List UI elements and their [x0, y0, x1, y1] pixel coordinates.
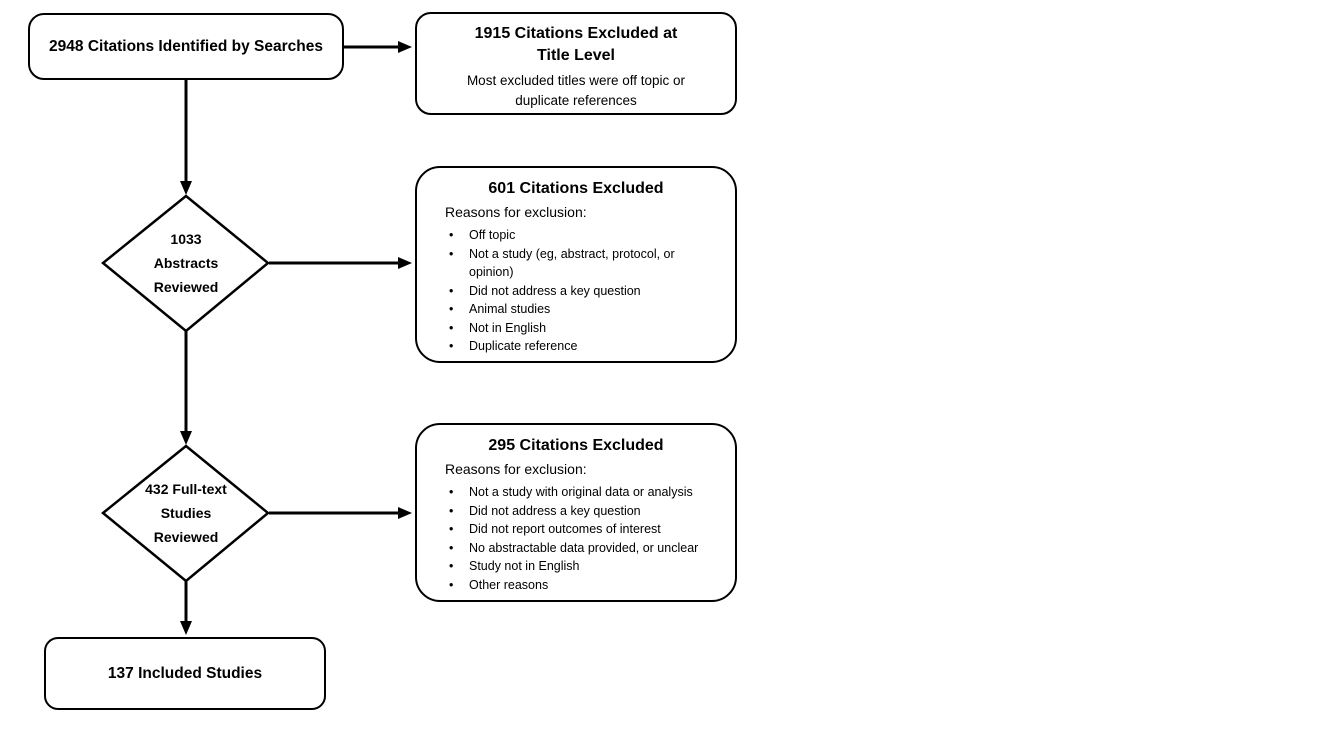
reason-bullet-item: Other reasons: [445, 576, 721, 595]
arrow-fulltext-to-included: [180, 581, 192, 635]
fulltext-excluded-title: 295 Citations Excluded: [488, 437, 664, 454]
reason-bullet-item: Not a study (eg, abstract, protocol, or …: [445, 245, 677, 282]
fulltext-excluded-reasons-heading: Reasons for exclusion:: [445, 461, 587, 477]
node-included-studies: 137 Included Studies: [44, 637, 326, 710]
arrow-identified-to-abstracts: [180, 80, 192, 195]
reason-bullet-item: Did not address a key question: [445, 282, 677, 301]
reason-bullet-item: No abstractable data provided, or unclea…: [445, 539, 721, 558]
included-studies-label: 137 Included Studies: [107, 664, 263, 682]
abstract-excluded-reasons-list: Off topicNot a study (eg, abstract, prot…: [445, 226, 677, 356]
reason-bullet-item: Did not address a key question: [445, 502, 721, 521]
node-title-level-excluded: 1915 Citations Excluded at Title Level M…: [415, 12, 737, 115]
node-abstract-excluded: 601 Citations Excluded Reasons for exclu…: [415, 166, 737, 363]
reason-bullet-item: Animal studies: [445, 300, 677, 319]
identified-citations-label: 2948 Citations Identified by Searches: [49, 37, 323, 55]
node-fulltext-excluded: 295 Citations Excluded Reasons for exclu…: [415, 423, 737, 602]
reason-bullet-item: Did not report outcomes of interest: [445, 520, 721, 539]
reason-bullet-item: Off topic: [445, 226, 677, 245]
arrow-abstracts-to-fulltext: [180, 331, 192, 445]
arrow-abstracts-to-abstract-excluded: [269, 257, 412, 269]
reason-bullet-item: Duplicate reference: [445, 337, 677, 356]
node-identified-citations: 2948 Citations Identified by Searches: [28, 13, 344, 80]
fulltext-excluded-reasons-list: Not a study with original data or analys…: [445, 483, 721, 594]
abstracts-reviewed-label: 1033 Abstracts Reviewed: [153, 231, 219, 295]
arrow-fulltext-to-fulltext-excluded: [269, 507, 412, 519]
fulltext-reviewed-label: 432 Full-text Studies Reviewed: [145, 481, 227, 545]
reason-bullet-item: Not a study with original data or analys…: [445, 483, 721, 502]
arrow-identified-to-title-excluded: [344, 41, 412, 53]
reason-bullet-item: Study not in English: [445, 557, 721, 576]
abstract-excluded-title: 601 Citations Excluded: [488, 180, 664, 197]
reason-bullet-item: Not in English: [445, 319, 677, 338]
title-level-excluded-note: Most excluded titles were off topic or d…: [466, 73, 686, 108]
abstract-excluded-reasons-heading: Reasons for exclusion:: [445, 204, 587, 220]
title-level-excluded-title: 1915 Citations Excluded at Title Level: [474, 25, 678, 64]
